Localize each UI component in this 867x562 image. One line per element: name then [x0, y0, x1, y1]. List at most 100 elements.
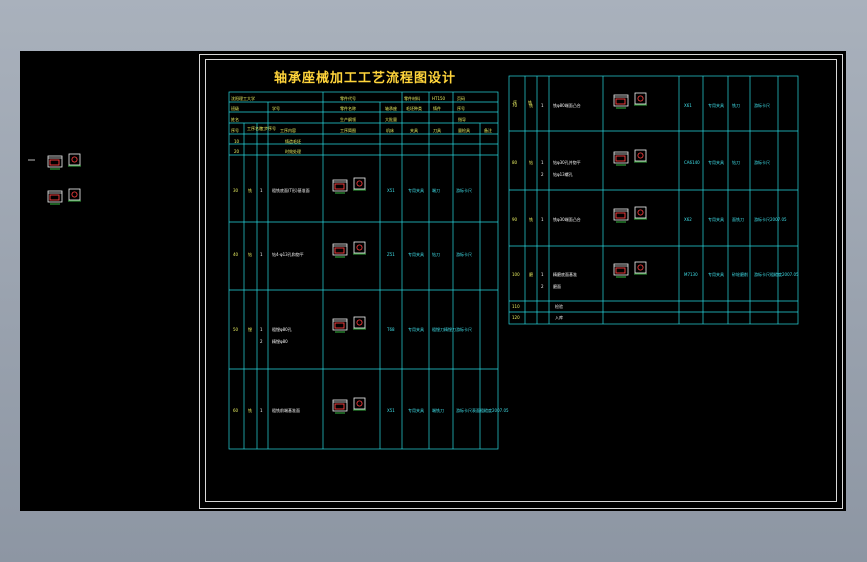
operation-number: 50 [233, 327, 239, 332]
table-grid [228, 75, 799, 450]
header-cell-text: HT150 [432, 96, 446, 101]
gauge-text: 游标卡尺 [456, 252, 472, 257]
fixture-text: 专用夹具 [408, 188, 424, 193]
tool-text: 粗镗刀精镗刀 [432, 327, 456, 332]
step-number: 1 [541, 103, 544, 108]
right-header-text: 铣 [528, 100, 532, 105]
right-process-sketch [613, 92, 647, 109]
machine-text: Z51 [387, 252, 395, 257]
step-number: 1 [541, 160, 544, 165]
step-content: 钻φ13螺孔 [553, 172, 573, 177]
left-process-sketch [332, 177, 366, 194]
machine-text: X61 [684, 103, 692, 108]
machine-text: CA6140 [684, 160, 700, 165]
operation-number: 60 [233, 408, 239, 413]
step-content: 铣φ30端面凸台 [553, 217, 581, 222]
gauge-text: 游标卡尺 [754, 103, 770, 108]
machine-text: M7130 [684, 272, 698, 277]
header-cell-text: 时效处理 [285, 149, 301, 154]
tool-text: 端刀 [432, 188, 440, 193]
machine-text: X62 [684, 217, 692, 222]
operation-name: 钻 [529, 160, 533, 165]
left-process-sketch [332, 241, 366, 258]
operation-number: 100 [512, 272, 520, 277]
fixture-text: 专用夹具 [708, 160, 724, 165]
header-cell-text: 序号 [457, 106, 465, 111]
operation-name: 铣 [248, 188, 252, 193]
header-cell-text: 零件代号 [340, 96, 356, 101]
header-cell-text: 量检具 [458, 128, 470, 133]
loose-sketches [47, 153, 81, 205]
drawing-frame-outer [199, 54, 843, 509]
fixture-text: 专用夹具 [408, 327, 424, 332]
step-content: 检验 [555, 304, 563, 309]
loose-sketch-bottom [47, 188, 81, 205]
operation-number: 80 [512, 160, 518, 165]
header-cell-text: 大批量 [385, 117, 397, 122]
right-header-text: 序 [513, 100, 517, 105]
header-cell-text: 工序名称 [247, 126, 263, 131]
loose-sketch-top [47, 153, 81, 170]
left-process-sketch [332, 316, 366, 333]
step-content: 粗铣前端基准面 [272, 408, 300, 413]
header-cell-text: 工序简图 [340, 128, 356, 133]
operation-number: 40 [233, 252, 239, 257]
step-content: 钻4-φ13孔和锪平 [272, 252, 304, 257]
step-content: 粗镗φ80孔 [272, 327, 292, 332]
tool-text: 钻刀 [732, 160, 740, 165]
left-process-sketch [332, 397, 366, 414]
header-cell-text: 学号 [272, 106, 280, 111]
header-cell-text: 刀具 [433, 128, 441, 133]
header-cell-text: 铸件 [433, 106, 441, 111]
fixture-text: 专用夹具 [708, 217, 724, 222]
right-process-sketch [613, 261, 647, 278]
step-content: 入库 [555, 315, 563, 320]
operation-number: 70 [512, 103, 518, 108]
machine-text: X51 [387, 188, 395, 193]
header-cell-text: 10 [234, 139, 240, 144]
machine-text: T68 [387, 327, 395, 332]
header-cell-text: 序号 [231, 128, 239, 133]
fixture-text: 专用夹具 [408, 408, 424, 413]
operation-name: 钻 [248, 252, 252, 257]
header-cell-text: 工步序号 [260, 126, 276, 131]
operation-name: 铣 [529, 217, 533, 222]
right-process-sketch [613, 206, 647, 223]
gauge-text: 游标卡尺 [456, 327, 472, 332]
header-cell-text: 零件材料 [404, 96, 420, 101]
operation-number: 110 [512, 304, 520, 309]
header-cell-text: 20 [234, 149, 240, 154]
gauge-text: 游标卡尺表面粗糙度2007.05 [456, 408, 509, 413]
header-cell-text: 沈阳理工大学 [231, 96, 255, 101]
tool-text: 端铣刀 [432, 408, 444, 413]
header-cell-text: 零件名称 [340, 106, 356, 111]
gauge-text: 游标卡尺2007.05 [754, 217, 787, 222]
process-sketches [332, 92, 647, 414]
tool-text: 面铣刀 [732, 217, 744, 222]
cad-viewport[interactable] [20, 51, 846, 511]
step-content: 精镗φ80 [272, 339, 288, 344]
drawing-title: 轴承座械加工工艺流程图设计 [273, 71, 456, 86]
header-cell-text: 指导 [458, 117, 466, 122]
operation-number: 120 [512, 315, 520, 320]
header-cell-text: 轴承座 [385, 106, 397, 111]
header-cell-text: 铸造毛坯 [285, 139, 301, 144]
step-content: 粗铣底面(T形)基准面 [272, 188, 310, 193]
header-cell-text: 毛坯种类 [406, 106, 422, 111]
header-cell-text: 备注 [484, 128, 492, 133]
operation-number: 30 [233, 188, 239, 193]
fixture-text: 专用夹具 [408, 252, 424, 257]
left-table-border [228, 91, 499, 450]
fixture-text: 专用夹具 [708, 103, 724, 108]
step-content: 精磨底面基准 [553, 272, 577, 277]
step-number: 1 [260, 188, 263, 193]
step-number: 2 [541, 172, 544, 177]
operation-name: 铣 [529, 103, 533, 108]
header-cell-text: 生产纲领 [340, 117, 356, 122]
step-content: 钻φ30孔并锪平 [553, 160, 581, 165]
tool-text: 砂轮磨削 [732, 272, 748, 277]
step-content: 铣φ80端面凸台 [553, 103, 581, 108]
step-number: 2 [260, 339, 263, 344]
fixture-text: 专用夹具 [708, 272, 724, 277]
gauge-text: 游标卡尺粗糙度2007.05 [754, 272, 799, 277]
